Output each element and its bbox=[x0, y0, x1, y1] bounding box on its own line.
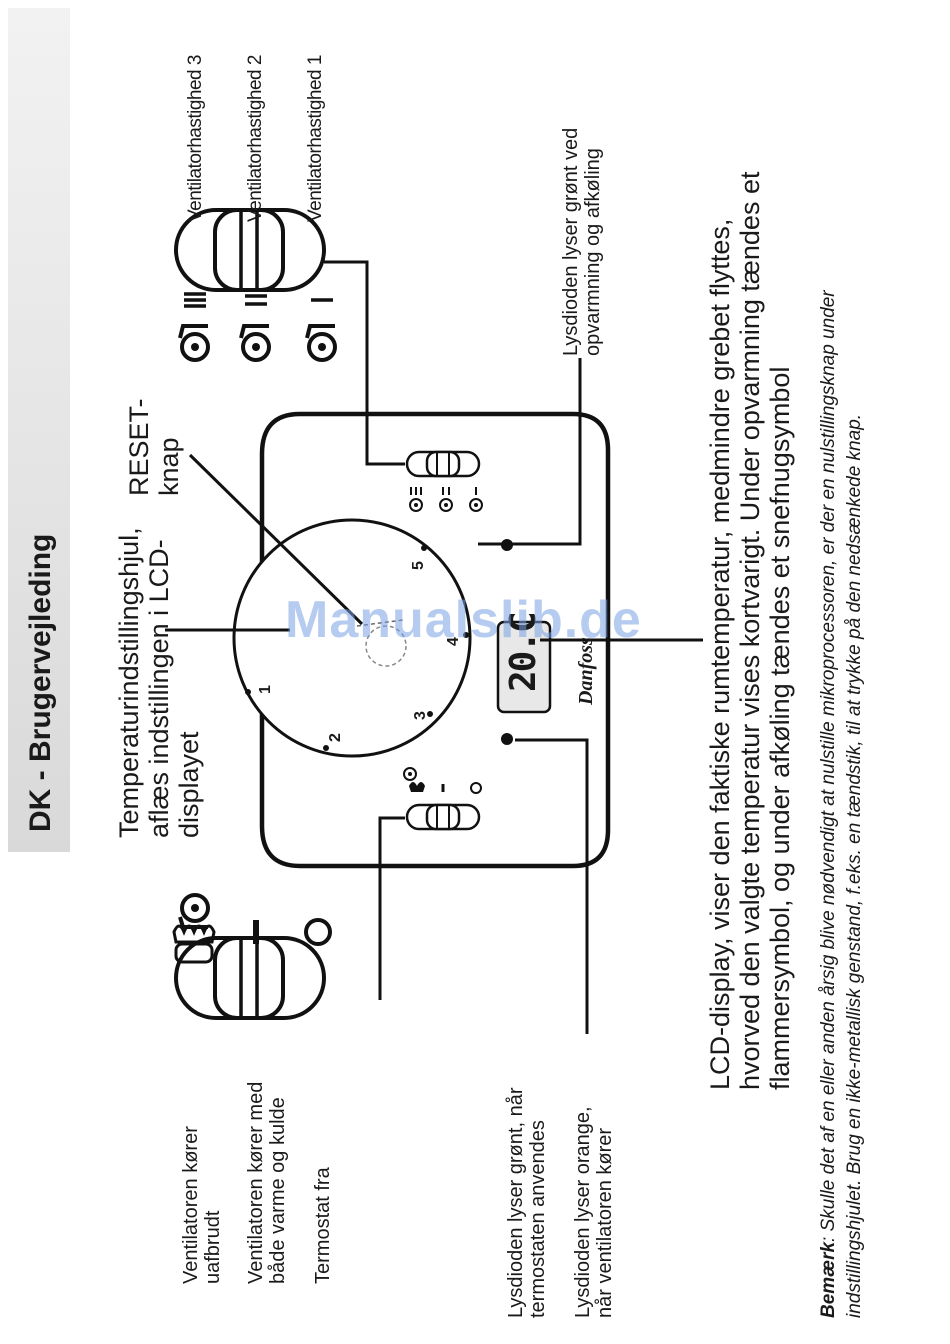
temperature-dial bbox=[232, 518, 472, 758]
reset-button-hole bbox=[365, 625, 407, 667]
label-reset-button: RESET- knap bbox=[124, 398, 185, 496]
fan-speed-2-icon bbox=[239, 294, 271, 362]
fan-speed-1-icon bbox=[305, 298, 337, 362]
fan-speed-switch-large bbox=[174, 208, 337, 362]
mode-switch-large bbox=[172, 893, 332, 1020]
dial-number-3: 3 bbox=[412, 711, 429, 720]
fan-icon bbox=[178, 893, 210, 929]
watermark: Manualslib.de bbox=[285, 591, 642, 649]
header-band bbox=[8, 8, 70, 852]
note-prefix: Bemærk bbox=[818, 1241, 839, 1318]
label-fan-continuous: Ventilatoren kører uafbrudt bbox=[180, 1126, 225, 1284]
note-line-2: indstillingshjulet. Brug en ikke-metalli… bbox=[843, 413, 865, 1318]
label-temperature-wheel: Temperaturindstillingshjul, aflæs indsti… bbox=[114, 527, 205, 838]
led-lower bbox=[501, 733, 513, 745]
note-text: Bemærk: Skulle det af en eller anden års… bbox=[816, 290, 867, 1318]
label-fan-speed-3: Ventilatorhastighed 3 bbox=[185, 55, 206, 222]
fan-speed-switch-small bbox=[405, 450, 483, 512]
dial-number-1: 1 bbox=[257, 685, 274, 694]
off-circle-icon bbox=[304, 918, 332, 946]
dial-number-2: 2 bbox=[327, 733, 344, 742]
label-led-green-cooling: Lysdioden lyser grønt ved opvarmning og … bbox=[560, 127, 605, 356]
dial-ticks bbox=[245, 545, 469, 751]
label-lcd-description: LCD-display, viser den faktiske rumtempe… bbox=[705, 171, 796, 1090]
note-line-1: : Skulle det af en eller anden årsig bli… bbox=[818, 290, 839, 1242]
leader-lines bbox=[165, 260, 703, 1034]
lcd-frame bbox=[496, 620, 552, 714]
label-fan-speed-2: Ventilatorhastighed 2 bbox=[245, 55, 266, 222]
fan-speed-3-icon bbox=[178, 292, 210, 362]
mode-switch-small bbox=[403, 767, 482, 831]
label-led-orange-fan: Lysdioden lyser orange, når ventilatoren… bbox=[572, 1106, 617, 1318]
label-led-green-thermostat: Lysdioden lyser grønt, når termostaten a… bbox=[505, 1087, 550, 1318]
dial-number-5: 5 bbox=[410, 561, 427, 570]
label-fan-speed-1: Ventilatorhastighed 1 bbox=[305, 55, 326, 222]
label-fan-heat-cold: Ventilatoren kører med både varme og kul… bbox=[245, 1081, 290, 1284]
thermostat-body bbox=[259, 411, 611, 869]
label-thermostat-off: Termostat fra bbox=[312, 1167, 334, 1284]
